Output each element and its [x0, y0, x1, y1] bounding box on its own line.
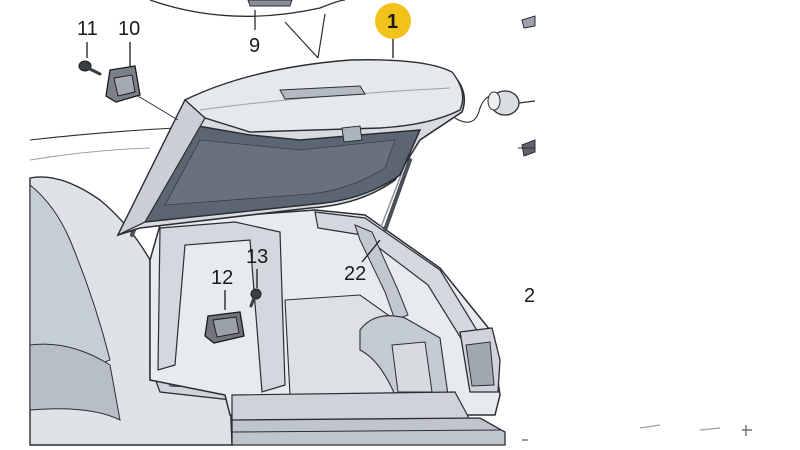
label-1: 1	[387, 11, 398, 33]
screw-part-13	[249, 288, 262, 308]
screw-part-11	[78, 60, 102, 76]
label-11: 11	[77, 18, 98, 40]
label-12: 12	[211, 267, 233, 289]
label-22: 22	[344, 263, 366, 285]
bracket-part-10	[105, 65, 179, 121]
bracket-part-12	[204, 311, 245, 344]
detail-circle-top	[149, 0, 346, 59]
label-10: 10	[118, 18, 140, 40]
label-13: 13	[246, 246, 268, 268]
label-2: 2	[524, 285, 535, 307]
label-9: 9	[249, 35, 260, 57]
tailgate	[116, 59, 496, 237]
trunk-frame	[149, 209, 506, 446]
leader-lines	[86, 38, 394, 310]
callout-circle	[375, 3, 411, 39]
cropped-fragments	[518, 15, 752, 441]
light-bulb-part	[487, 90, 536, 116]
